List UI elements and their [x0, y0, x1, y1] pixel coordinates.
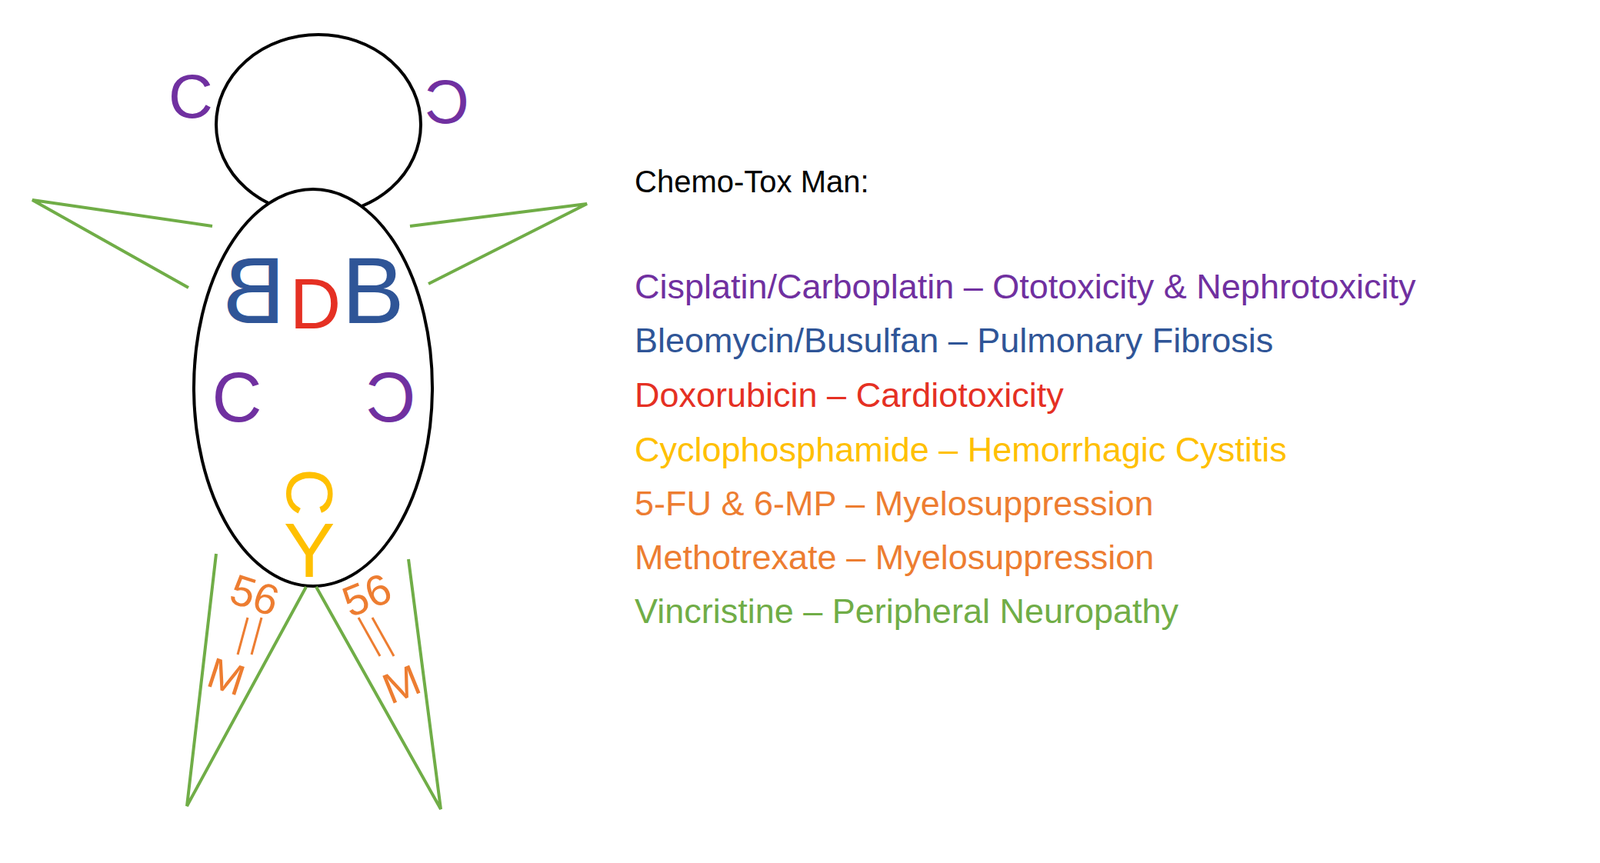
legend-line: Doxorubicin – Cardiotoxicity: [634, 377, 1064, 413]
leg-mark-line: [237, 617, 248, 655]
drug-letter: B: [341, 243, 404, 338]
right-leg-shape: [316, 559, 441, 810]
drug-letter: C: [168, 66, 214, 128]
right-leg: 56M: [316, 559, 441, 810]
drug-letter: C: [366, 363, 417, 433]
head-circle: [216, 34, 421, 215]
leg-mark-line: [251, 617, 262, 655]
drug-letter: C: [276, 468, 343, 516]
drug-number: 56: [336, 566, 398, 624]
leg-mark-line: [372, 617, 394, 657]
legend-line: Cisplatin/Carboplatin – Ototoxicity & Ne…: [634, 269, 1416, 304]
legend-line: Vincristine – Peripheral Neuropathy: [634, 593, 1179, 629]
drug-letter: C: [424, 71, 470, 134]
legend-line: 5-FU & 6-MP – Myelosuppression: [634, 486, 1154, 521]
left-leg: 56M: [186, 553, 307, 807]
drug-letter: C: [212, 363, 263, 433]
drug-letter: M: [202, 650, 250, 704]
legend-line: Cyclophosphamide – Hemorrhagic Cystitis: [634, 432, 1287, 467]
legend-line: Methotrexate – Myelosuppression: [634, 540, 1154, 575]
left-leg-shape: [186, 553, 307, 807]
left-arm: [32, 200, 213, 288]
drug-number: 56: [225, 567, 285, 624]
figure-title: Chemo-Tox Man:: [634, 166, 870, 197]
right-arm: [410, 203, 587, 284]
drug-letter: D: [290, 268, 341, 340]
drug-letter: Y: [283, 511, 336, 589]
legend-line: Bleomycin/Busulfan – Pulmonary Fibrosis: [634, 323, 1274, 358]
drug-letter: M: [376, 657, 427, 711]
body-ellipse: BDBCCCY: [193, 189, 433, 587]
drug-letter: B: [222, 243, 285, 338]
